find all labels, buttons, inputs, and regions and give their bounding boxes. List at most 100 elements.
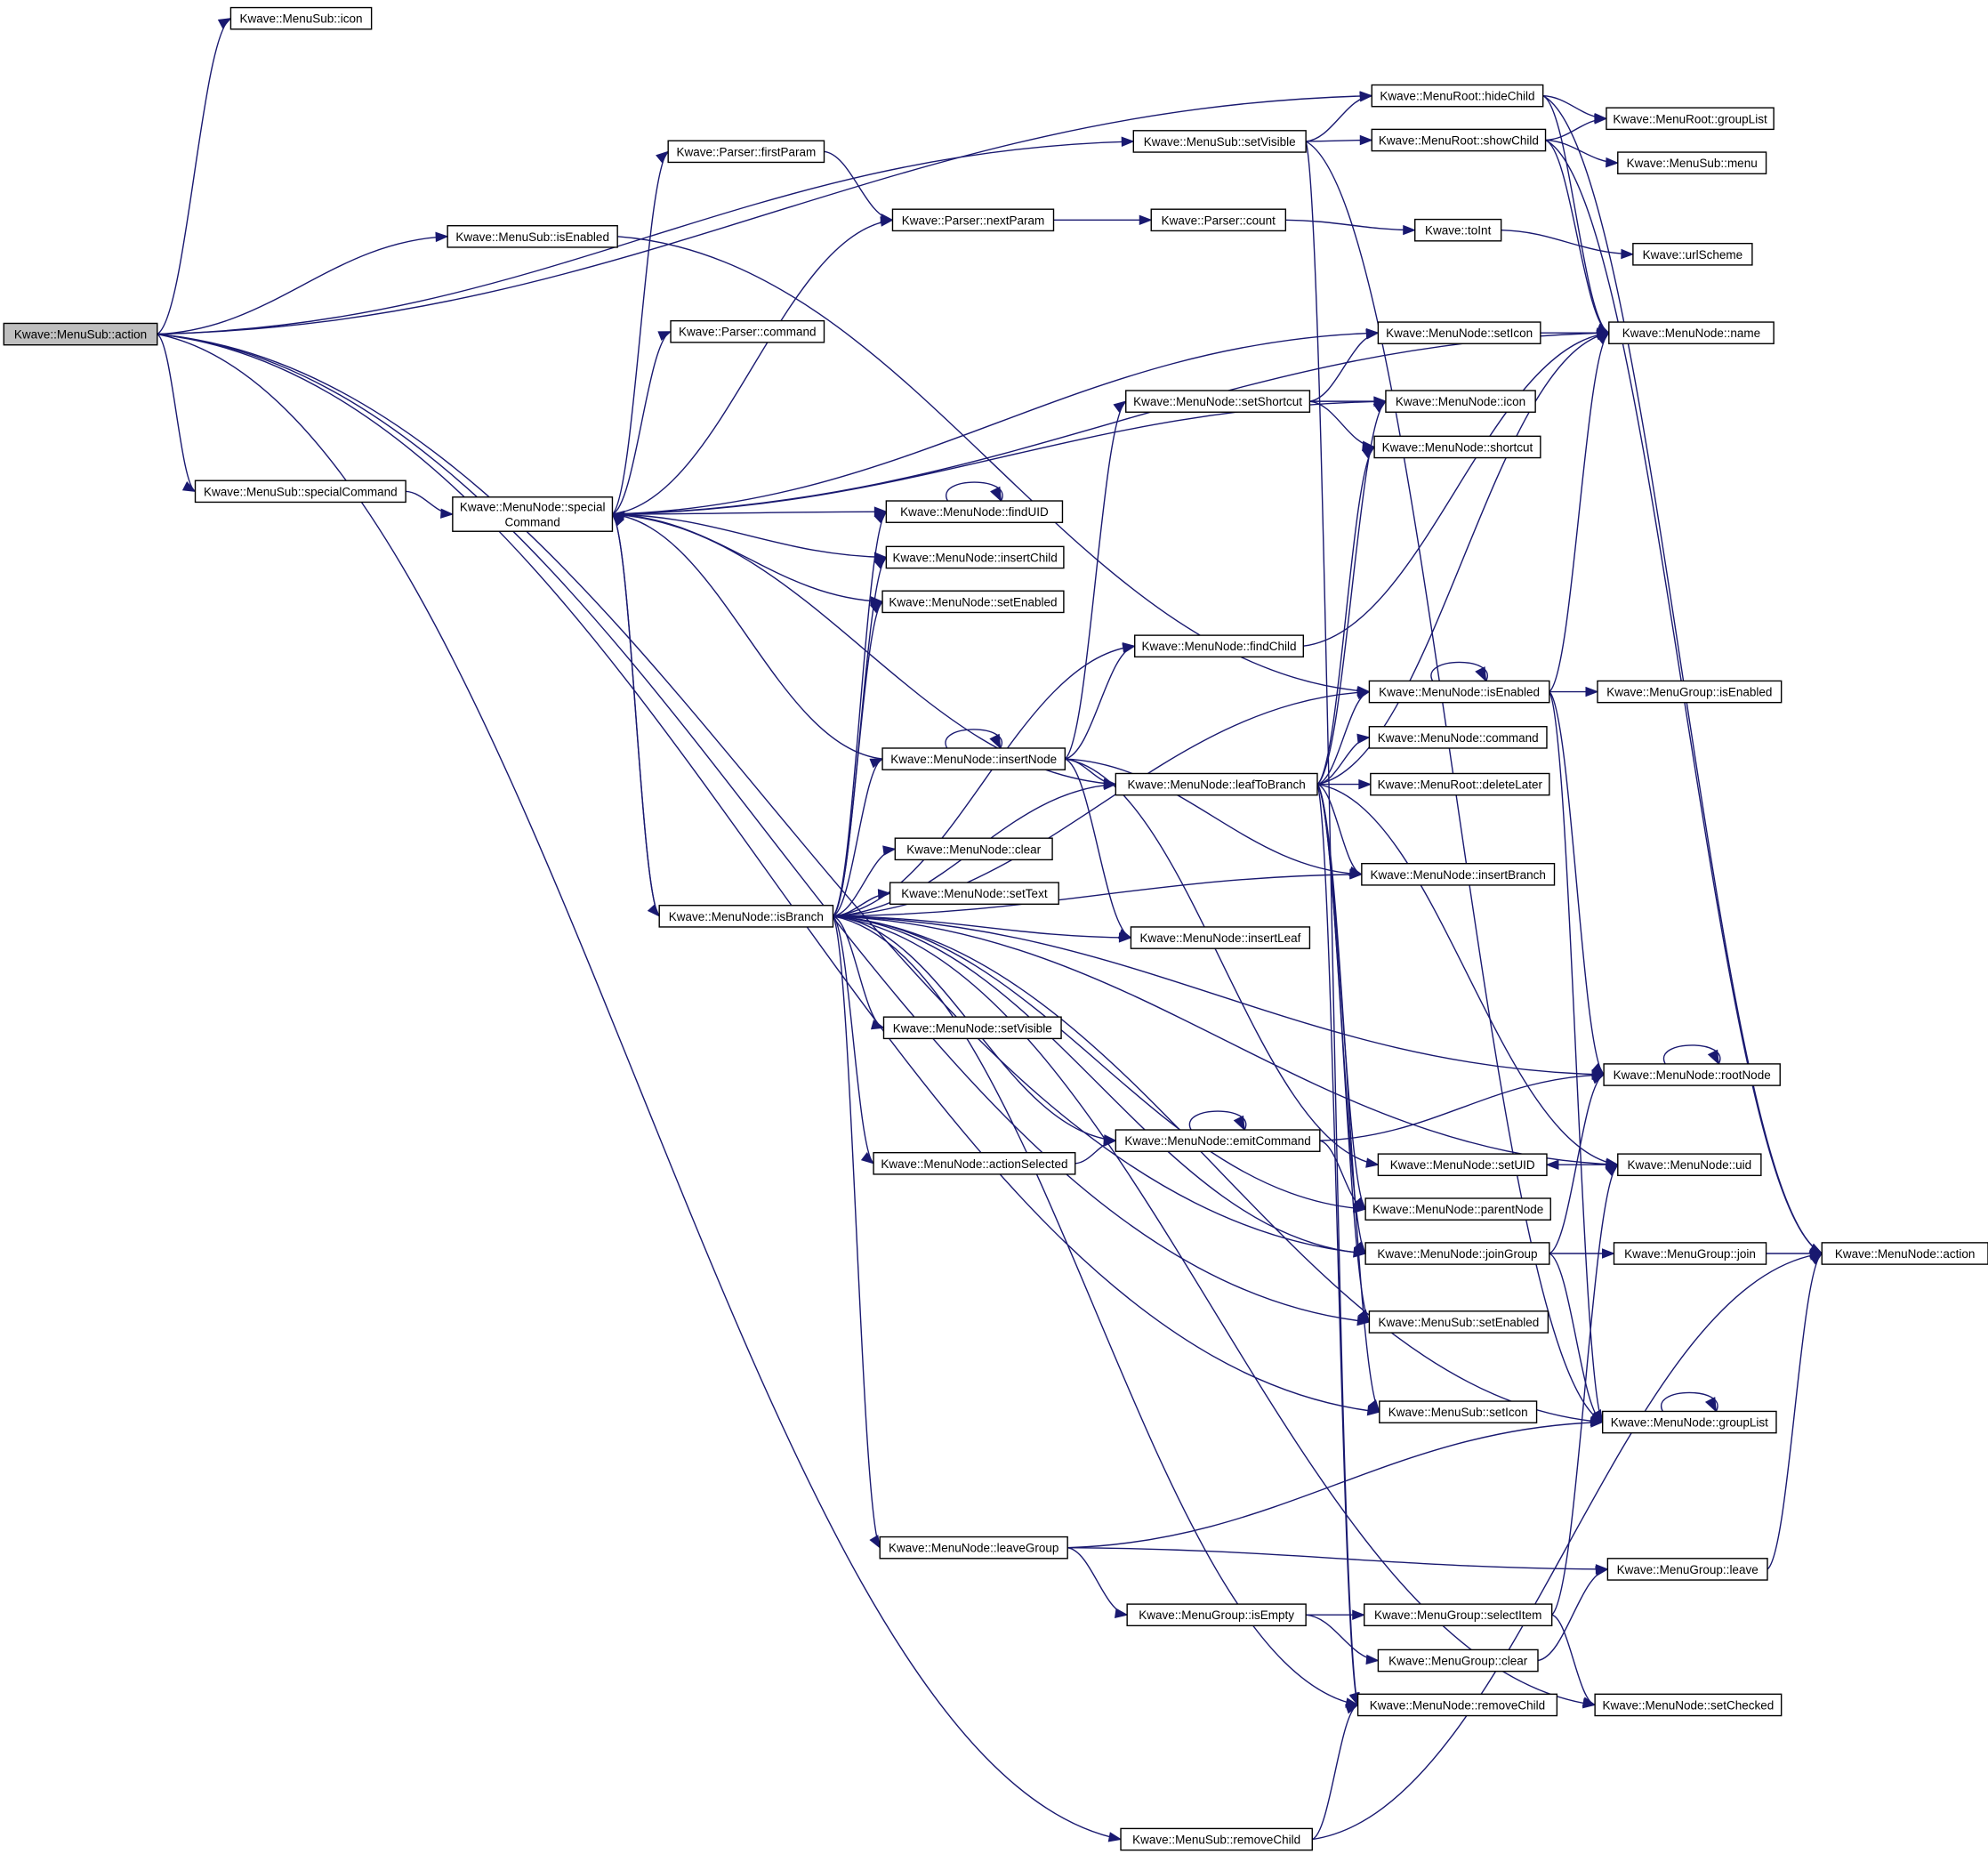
node-label: Kwave::MenuNode::rootNode [1614, 1068, 1771, 1082]
node-box [1597, 680, 1783, 704]
edge-arrowhead [1605, 1164, 1619, 1177]
edge-n0-n2 [157, 236, 448, 335]
node-kwave-menunode-setchecked[interactable]: Kwave::MenuNode::setChecked [1594, 1693, 1783, 1717]
node-label: Kwave::toInt [1425, 224, 1492, 238]
node-kwave-menuroot-hidechild[interactable]: Kwave::MenuRoot::hideChild [1371, 84, 1544, 108]
node-kwave-menusub-specialcommand[interactable]: Kwave::MenuSub::specialCommand [194, 480, 406, 504]
node-kwave-menuroot-deletelater[interactable]: Kwave::MenuRoot::deleteLater [1370, 772, 1550, 796]
node-kwave-menunode-parentnode[interactable]: Kwave::MenuNode::parentNode [1364, 1197, 1551, 1221]
node-box [1613, 1242, 1767, 1265]
edge-arrowhead [1365, 329, 1380, 340]
node-kwave-menugroup-isempty[interactable]: Kwave::MenuGroup::isEmpty [1126, 1603, 1307, 1627]
node-kwave-menugroup-join[interactable]: Kwave::MenuGroup::join [1613, 1242, 1767, 1265]
node-kwave-menunode-insertleaf[interactable]: Kwave::MenuNode::insertLeaf [1130, 926, 1311, 949]
node-kwave-menugroup-leave[interactable]: Kwave::MenuGroup::leave [1606, 1558, 1768, 1581]
node-kwave-menunode-rootnode[interactable]: Kwave::MenuNode::rootNode [1603, 1063, 1781, 1086]
node-kwave-menunode-insertchild[interactable]: Kwave::MenuNode::insertChild [885, 545, 1065, 569]
node-label: Kwave::MenuNode::setText [901, 887, 1048, 900]
edge-arrowhead [1122, 642, 1137, 653]
edge-n33-n35 [833, 915, 1131, 939]
node-kwave-menuroot-showchild[interactable]: Kwave::MenuRoot::showChild [1371, 128, 1547, 152]
edge-arrowhead [1352, 1609, 1366, 1620]
node-kwave-parser-count[interactable]: Kwave::Parser::count [1150, 208, 1287, 232]
node-kwave-menunode-settext[interactable]: Kwave::MenuNode::setText [889, 882, 1059, 905]
node-kwave-menusub-seticon[interactable]: Kwave::MenuSub::setIcon [1379, 1400, 1538, 1423]
node-box [1594, 1693, 1783, 1717]
edge-n25-n48 [1549, 691, 1604, 1423]
node-kwave-menunode-setenabled[interactable]: Kwave::MenuNode::setEnabled [881, 590, 1065, 614]
edge-n49-n48 [1067, 1421, 1603, 1549]
node-kwave-menunode-setshortcut[interactable]: Kwave::MenuNode::setShortcut [1125, 390, 1311, 413]
node-box [881, 590, 1065, 614]
node-kwave-toint[interactable]: Kwave::toInt [1414, 218, 1502, 242]
node-kwave-menusub-setvisible[interactable]: Kwave::MenuSub::setVisible [1132, 130, 1307, 153]
node-kwave-menunode-icon[interactable]: Kwave::MenuNode::icon [1385, 390, 1536, 413]
edge-n56-n55 [1311, 1704, 1358, 1841]
node-kwave-menunode-setuid[interactable]: Kwave::MenuNode::setUID [1377, 1153, 1548, 1177]
node-kwave-menunode-special-command[interactable]: Kwave::MenuNode::specialCommand [452, 496, 614, 532]
node-kwave-menunode-actionselected[interactable]: Kwave::MenuNode::actionSelected [873, 1151, 1076, 1175]
edge-n4-n22 [612, 513, 887, 559]
node-kwave-menunode-name[interactable]: Kwave::MenuNode::name [1608, 321, 1775, 344]
edge-n27-n24 [1065, 645, 1135, 760]
node-kwave-menunode-emitcommand[interactable]: Kwave::MenuNode::emitCommand [1115, 1129, 1321, 1152]
node-kwave-parser-command[interactable]: Kwave::Parser::command [670, 319, 825, 343]
edge-arrowhead [860, 1152, 875, 1165]
node-kwave-menunode-grouplist[interactable]: Kwave::MenuNode::groupList [1601, 1410, 1777, 1434]
node-kwave-menunode-setvisible[interactable]: Kwave::MenuNode::setVisible [882, 1016, 1062, 1040]
edge-n33-n48 [833, 915, 1603, 1423]
node-kwave-menunode-leaftobranch[interactable]: Kwave::MenuNode::leafToBranch [1115, 772, 1318, 796]
node-kwave-menunode-joingroup[interactable]: Kwave::MenuNode::joinGroup [1364, 1242, 1550, 1265]
node-kwave-menunode-leavegroup[interactable]: Kwave::MenuNode::leaveGroup [879, 1536, 1068, 1560]
node-kwave-menunode-action[interactable]: Kwave::MenuNode::action [1821, 1242, 1988, 1265]
node-kwave-menugroup-isenabled[interactable]: Kwave::MenuGroup::isEnabled [1597, 680, 1783, 704]
edge-arrowhead [882, 845, 897, 856]
node-kwave-menunode-insertbranch[interactable]: Kwave::MenuNode::insertBranch [1361, 862, 1556, 886]
node-box [885, 545, 1065, 569]
node-kwave-menunode-finduid[interactable]: Kwave::MenuNode::findUID [885, 500, 1064, 523]
edge-n33-n54 [833, 915, 1596, 1706]
node-label: Kwave::MenuSub::setVisible [1144, 135, 1296, 149]
node-box [894, 837, 1053, 861]
node-kwave-menusub-menu[interactable]: Kwave::MenuSub::menu [1617, 151, 1767, 174]
node-box [1377, 1153, 1548, 1177]
edge-arrowhead [1233, 1115, 1245, 1132]
node-kwave-menugroup-clear[interactable]: Kwave::MenuGroup::clear [1377, 1648, 1539, 1673]
node-label: Kwave::MenuNode::emitCommand [1124, 1134, 1310, 1148]
node-kwave-menunode-shortcut[interactable]: Kwave::MenuNode::shortcut [1373, 435, 1541, 459]
node-kwave-menunode-isbranch[interactable]: Kwave::MenuNode::isBranch [658, 905, 834, 928]
node-label: Kwave::MenuNode::joinGroup [1377, 1247, 1537, 1261]
node-box [1132, 130, 1307, 153]
node-box [1617, 1153, 1762, 1177]
edge-n13-n16 [1545, 139, 1610, 334]
edge-n0-n1 [157, 18, 231, 335]
node-kwave-menugroup-selectitem[interactable]: Kwave::MenuGroup::selectItem [1364, 1603, 1553, 1627]
node-label: Command [505, 515, 560, 528]
node-kwave-menusub-setenabled[interactable]: Kwave::MenuSub::setEnabled [1368, 1310, 1549, 1334]
edge-n28-n20 [1316, 446, 1375, 786]
node-kwave-menunode-insertnode[interactable]: Kwave::MenuNode::insertNode [881, 747, 1066, 770]
node-kwave-menunode-findchild[interactable]: Kwave::MenuNode::findChild [1134, 634, 1304, 658]
node-label: Kwave::MenuNode::insertChild [892, 551, 1057, 564]
node-kwave-menunode-seticon[interactable]: Kwave::MenuNode::setIcon [1377, 321, 1541, 344]
edge-n27-n4 [612, 513, 883, 760]
edge-n33-n42 [833, 915, 1366, 1210]
node-kwave-menunode-clear[interactable]: Kwave::MenuNode::clear [894, 837, 1053, 861]
node-kwave-menuroot-grouplist[interactable]: Kwave::MenuRoot::groupList [1606, 107, 1775, 131]
edge-n56-n45 [1312, 1253, 1823, 1841]
node-kwave-menunode-command[interactable]: Kwave::MenuNode::command [1368, 726, 1548, 749]
node-kwave-urlscheme[interactable]: Kwave::urlScheme [1632, 242, 1753, 266]
node-kwave-menusub-isenabled[interactable]: Kwave::MenuSub::isEnabled [447, 225, 618, 248]
node-kwave-parser-firstparam[interactable]: Kwave::Parser::firstParam [667, 140, 825, 164]
node-kwave-parser-nextparam[interactable]: Kwave::Parser::nextParam [891, 208, 1055, 232]
node-kwave-menusub-action[interactable]: Kwave::MenuSub::action [3, 322, 158, 346]
edge-n25-n16 [1549, 332, 1610, 693]
node-kwave-menunode-isenabled[interactable]: Kwave::MenuNode::isEnabled [1368, 680, 1550, 704]
node-box [1364, 1197, 1551, 1221]
node-kwave-menusub-removechild[interactable]: Kwave::MenuSub::removeChild [1120, 1827, 1313, 1851]
node-box [889, 882, 1059, 905]
node-kwave-menusub-icon[interactable]: Kwave::MenuSub::icon [229, 6, 373, 30]
node-kwave-menunode-uid[interactable]: Kwave::MenuNode::uid [1617, 1153, 1762, 1177]
node-kwave-menunode-removechild[interactable]: Kwave::MenuNode::removeChild [1356, 1693, 1558, 1717]
node-box [1414, 218, 1502, 242]
